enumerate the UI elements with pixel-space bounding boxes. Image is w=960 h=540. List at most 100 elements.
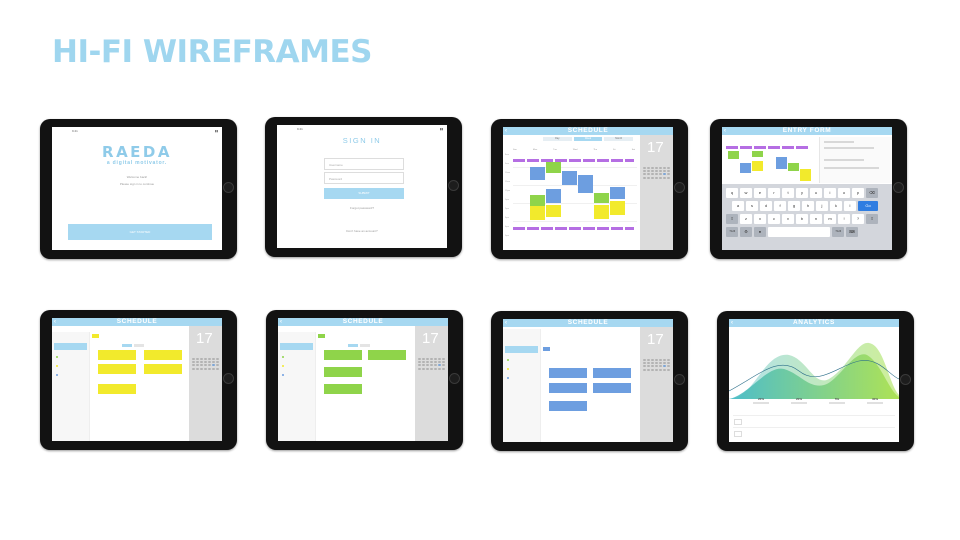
key[interactable]: l xyxy=(844,201,856,211)
task-card[interactable] xyxy=(549,368,587,378)
key[interactable]: k xyxy=(830,201,842,211)
key[interactable]: x xyxy=(754,214,766,224)
back-arrow-icon[interactable]: ‹ xyxy=(280,319,283,325)
back-arrow-icon[interactable]: ‹ xyxy=(505,320,508,326)
space-key[interactable] xyxy=(768,227,830,237)
task-card[interactable] xyxy=(98,364,136,374)
sidebar-item[interactable] xyxy=(54,354,87,361)
entry-panel[interactable] xyxy=(819,137,892,183)
sidebar-item[interactable] xyxy=(505,375,538,382)
sidebar-item-active[interactable] xyxy=(54,343,87,350)
key[interactable]: p xyxy=(852,188,864,198)
key[interactable]: e xyxy=(754,188,766,198)
back-arrow-icon[interactable]: ‹ xyxy=(54,319,57,325)
create-account-link[interactable]: Don't have an account? xyxy=(346,229,378,233)
sidebar-item[interactable] xyxy=(54,372,87,379)
forgot-password-link[interactable]: Forgot password? xyxy=(349,206,374,210)
task-card[interactable] xyxy=(549,383,587,393)
key[interactable]: r xyxy=(768,188,780,198)
sidebar-item-active[interactable] xyxy=(505,346,538,353)
task-card[interactable] xyxy=(324,350,362,360)
event-block[interactable] xyxy=(610,187,625,199)
event-block[interactable] xyxy=(740,163,751,173)
numbers-key[interactable]: .?123 xyxy=(726,227,738,237)
back-arrow-icon[interactable]: ‹ xyxy=(731,320,734,326)
key[interactable]: j xyxy=(816,201,828,211)
shift-key-icon[interactable]: ⇧ xyxy=(866,214,878,224)
calendar-grid[interactable] xyxy=(643,359,670,371)
calendar-grid[interactable] xyxy=(192,358,219,370)
calendar-grid[interactable] xyxy=(643,167,670,179)
task-card[interactable] xyxy=(98,384,136,394)
password-field[interactable]: Password xyxy=(324,172,404,184)
event-block[interactable] xyxy=(530,206,545,220)
event-block[interactable] xyxy=(788,163,799,171)
tab-month[interactable]: Month xyxy=(604,137,634,141)
key[interactable]: b xyxy=(796,214,808,224)
key[interactable]: y xyxy=(796,188,808,198)
sidebar-item[interactable] xyxy=(505,366,538,373)
key[interactable]: n xyxy=(810,214,822,224)
tab-day[interactable]: Day xyxy=(543,137,572,141)
event-block[interactable] xyxy=(800,169,811,181)
task-card[interactable] xyxy=(368,350,406,360)
back-arrow-icon[interactable]: ‹ xyxy=(505,128,508,134)
task-card[interactable] xyxy=(593,368,631,378)
get-started-button[interactable]: GET STARTED xyxy=(68,224,212,240)
sidebar-item[interactable] xyxy=(280,363,313,370)
key[interactable]: c xyxy=(768,214,780,224)
key[interactable]: f xyxy=(774,201,786,211)
numbers-key-right[interactable]: .?123 xyxy=(832,227,844,237)
task-card[interactable] xyxy=(324,367,362,377)
toggle-on[interactable] xyxy=(348,344,358,347)
task-card[interactable] xyxy=(144,350,182,360)
key[interactable]: i xyxy=(824,188,836,198)
event-block[interactable] xyxy=(728,151,739,159)
task-card[interactable] xyxy=(549,401,587,411)
sidebar-item[interactable] xyxy=(280,354,313,361)
key[interactable]: m xyxy=(824,214,836,224)
settings-key-icon[interactable]: ⚙ xyxy=(740,227,752,237)
toggle-off[interactable] xyxy=(360,344,370,347)
keyboard-dismiss-icon[interactable]: ⌨ xyxy=(846,227,858,237)
key[interactable]: ! xyxy=(838,214,850,224)
key[interactable]: w xyxy=(740,188,752,198)
event-block[interactable] xyxy=(562,171,577,185)
calendar-grid[interactable] xyxy=(418,358,445,370)
key[interactable]: a xyxy=(732,201,744,211)
event-block[interactable] xyxy=(546,189,561,203)
event-block[interactable] xyxy=(578,175,593,193)
toggle-off[interactable] xyxy=(134,344,144,347)
key[interactable]: t xyxy=(782,188,794,198)
event-block[interactable] xyxy=(530,195,545,207)
tab-week[interactable]: Week xyxy=(573,137,603,141)
key[interactable]: o xyxy=(838,188,850,198)
event-block[interactable] xyxy=(594,205,609,219)
table-row[interactable] xyxy=(733,427,895,438)
event-block[interactable] xyxy=(752,151,763,157)
event-block[interactable] xyxy=(546,162,561,173)
username-field[interactable]: Username xyxy=(324,158,404,170)
key[interactable]: u xyxy=(810,188,822,198)
key[interactable]: v xyxy=(782,214,794,224)
event-block[interactable] xyxy=(594,193,609,203)
toggle-on[interactable] xyxy=(122,344,132,347)
task-card[interactable] xyxy=(98,350,136,360)
table-row[interactable] xyxy=(733,415,895,426)
event-block[interactable] xyxy=(610,201,625,215)
task-card[interactable] xyxy=(324,384,362,394)
key[interactable]: q xyxy=(726,188,738,198)
sidebar-item-active[interactable] xyxy=(280,343,313,350)
back-arrow-icon[interactable]: ‹ xyxy=(724,128,727,134)
event-block[interactable] xyxy=(546,205,561,217)
sidebar-item[interactable] xyxy=(54,363,87,370)
event-block[interactable] xyxy=(776,157,787,169)
key[interactable]: z xyxy=(740,214,752,224)
go-key[interactable]: Go xyxy=(858,201,878,211)
shift-key-icon[interactable]: ⇧ xyxy=(726,214,738,224)
delete-key-icon[interactable]: ⌫ xyxy=(866,188,878,198)
mic-key-icon[interactable]: ● xyxy=(754,227,766,237)
key[interactable]: g xyxy=(788,201,800,211)
event-block[interactable] xyxy=(530,167,545,180)
